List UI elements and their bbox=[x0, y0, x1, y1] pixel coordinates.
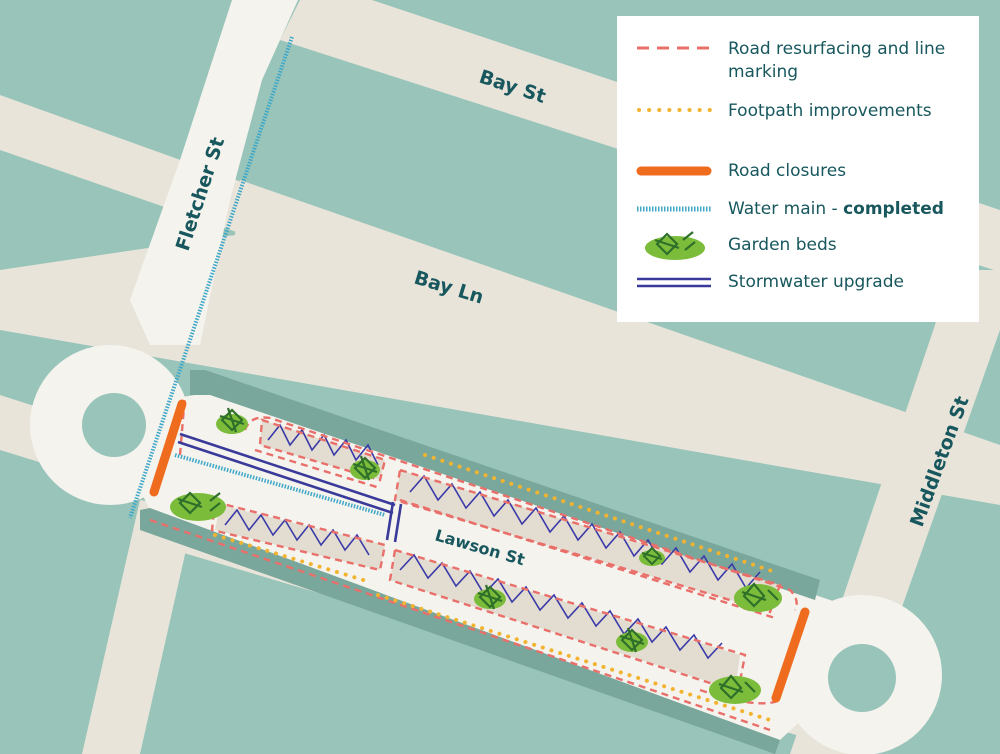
road-closures bbox=[149, 399, 810, 703]
stormwater-swatch-icon bbox=[637, 277, 711, 288]
kerb-south bbox=[140, 508, 780, 754]
garden-beds bbox=[170, 407, 782, 704]
resurfacing-lines bbox=[149, 394, 798, 732]
resurfacing-median-north-2 bbox=[393, 468, 782, 614]
legend-item-closures: Road closures bbox=[617, 158, 979, 188]
water-main-swatch-icon bbox=[637, 206, 711, 212]
garden-bed-icon bbox=[734, 582, 782, 612]
road-bay-ln bbox=[0, 180, 1000, 505]
footpath-swatch-icon bbox=[637, 108, 713, 112]
legend-label-garden: Garden beds bbox=[728, 235, 837, 255]
fletcher-st-road bbox=[130, 0, 298, 345]
garden-bed-icon bbox=[639, 546, 665, 566]
garden-bed-icon bbox=[616, 627, 648, 653]
stormwater-upgrade bbox=[177, 432, 403, 543]
water-main bbox=[128, 36, 386, 519]
closure-west bbox=[149, 399, 187, 497]
garden-bed-icon bbox=[645, 231, 705, 260]
footpath-lines bbox=[213, 453, 777, 722]
legend-label-footpath: Footpath improvements bbox=[728, 101, 932, 121]
water-main-status: completed bbox=[843, 199, 944, 219]
roundabout-west-island bbox=[82, 393, 146, 457]
legend-item-stormwater: Stormwater upgrade bbox=[617, 270, 979, 300]
resurfacing-swatch-icon bbox=[637, 46, 711, 50]
garden-bed-icon bbox=[170, 491, 226, 521]
garden-bed-icon bbox=[216, 407, 248, 434]
parking-south-1 bbox=[224, 508, 370, 556]
legend: Road resurfacing and line marking Footpa… bbox=[617, 16, 979, 322]
legend-item-footpath: Footpath improvements bbox=[617, 100, 979, 130]
legend-label-stormwater: Stormwater upgrade bbox=[728, 272, 904, 292]
water-main-fletcher bbox=[128, 36, 294, 519]
resurfacing-north-outer bbox=[243, 416, 798, 611]
garden-bed-icon bbox=[474, 584, 506, 610]
legend-label-resurfacing: Road resurfacing and line marking bbox=[728, 39, 946, 82]
stormwater-cross-1 bbox=[385, 501, 395, 541]
footpath-south-1 bbox=[213, 533, 372, 584]
legend-label-water-main: Water main - completed bbox=[728, 198, 973, 221]
parking-bays bbox=[224, 423, 761, 660]
legend-item-garden: Garden beds bbox=[617, 230, 979, 260]
stormwater-cross-2 bbox=[393, 503, 403, 543]
median-north-2 bbox=[395, 470, 780, 612]
closure-swatch-icon bbox=[636, 166, 712, 176]
footpath-north bbox=[423, 453, 777, 574]
parking-south-2 bbox=[399, 553, 723, 660]
legend-item-resurfacing: Road resurfacing and line marking bbox=[617, 38, 979, 82]
legend-label-closures: Road closures bbox=[728, 161, 847, 181]
kerb-north bbox=[190, 370, 820, 600]
legend-item-water-main: Water main - completed bbox=[617, 196, 979, 226]
closure-east bbox=[771, 607, 810, 703]
parking-north-2 bbox=[409, 474, 761, 590]
stormwater-line-1 bbox=[179, 432, 396, 507]
resurfacing-median-south-2 bbox=[388, 548, 747, 694]
road-fletcher-lower bbox=[82, 500, 195, 754]
garden-bed-icon bbox=[709, 674, 761, 704]
garden-bed-icon bbox=[350, 455, 380, 481]
resurfacing-south-outer bbox=[149, 518, 771, 732]
resurfacing-median-north-1 bbox=[258, 418, 387, 482]
water-main-lawson bbox=[174, 453, 386, 517]
water-main-text: Water main - bbox=[728, 199, 844, 219]
roundabout-east-island bbox=[828, 644, 896, 712]
stormwater-line-2 bbox=[177, 440, 394, 515]
median-south-2 bbox=[390, 550, 740, 690]
